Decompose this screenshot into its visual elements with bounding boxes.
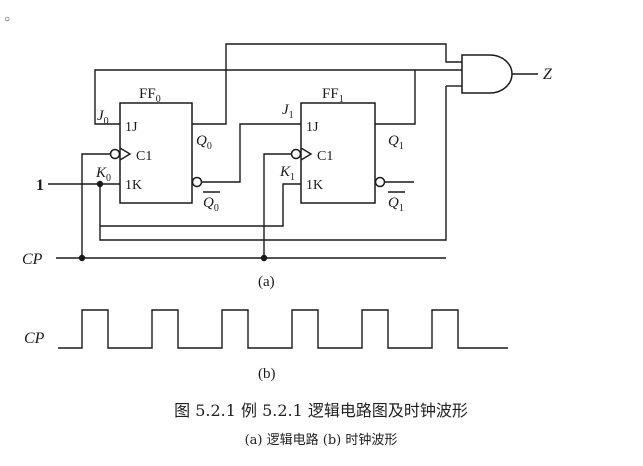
ff1-box [300,102,376,204]
sublabel-a: (a) [258,274,275,290]
ff1-pin-1k: 1K [306,178,323,193]
ff1-pin-c1: C1 [317,149,333,164]
label-q1: Q1 [388,133,404,152]
label-cp-wave: CP [24,330,45,347]
wire-q0-to-and [192,43,462,125]
label-j1: J1 [282,102,294,121]
ff1-qbar-bubble [374,176,386,188]
wire-q0bar-j1 [202,123,301,183]
cp-square-wave [58,309,508,349]
wire-j0-feedback [94,69,462,125]
wire-k1 [100,183,301,227]
label-q0bar: Q0 [203,195,219,214]
output-z-label: Z [543,66,553,83]
wire-k0-loop [99,86,447,241]
caption-title: 图 5.2.1 例 5.2.1 逻辑电路图及时钟波形 [174,401,468,420]
ff0-pin-1k: 1K [125,178,142,193]
ff1-clock-bubble [290,148,302,160]
ff0-clock-bubble [109,148,121,160]
wire-cp-ff0 [81,153,110,258]
ff0-pin-1j: 1J [125,120,138,135]
label-q0: Q0 [196,133,212,152]
label-q1bar: Q1 [388,195,404,214]
ff1-label: FF1 [322,86,344,105]
ff0-clock-triangle [119,147,132,161]
ff0-pin-c1: C1 [136,149,152,164]
ff0-label: FF0 [139,86,161,105]
wire-q1 [375,70,416,125]
ff0-qbar-bubble [191,176,203,188]
junction-k0 [96,180,104,188]
label-k0: K0 [95,165,111,184]
label-k1: K1 [279,164,295,183]
label-cp-circuit: CP [22,251,43,268]
ff1-pin-1j: 1J [306,120,319,135]
ff1-clock-triangle [300,147,313,161]
logic-circuit: FF0 1J C1 1K FF1 1J C1 1K Z [22,43,553,290]
sublabel-b: (b) [258,366,276,382]
junction-cp1 [260,254,268,262]
and-gate [461,54,513,94]
label-const-1: 1 [36,177,44,194]
junction-cp0 [78,254,86,262]
label-j0: J0 [97,108,109,127]
ff0-box [119,102,193,204]
stray-mark: ○ [4,14,10,25]
wire-cp-ff1 [263,153,291,258]
caption-subtitle: (a) 逻辑电路 (b) 时钟波形 [245,432,398,448]
clock-waveform: CP (b) [24,309,508,382]
